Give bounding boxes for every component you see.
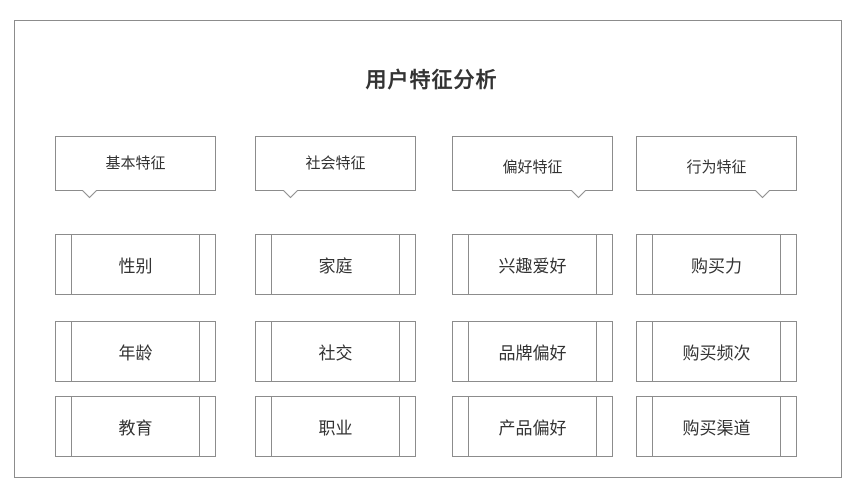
feature-box: 性别 xyxy=(55,234,216,295)
callout-shape xyxy=(452,136,613,199)
feature-label: 社交 xyxy=(318,344,353,364)
column-header-preference: 偏好特征 xyxy=(452,136,613,199)
column-header-label: 社会特征 xyxy=(305,154,366,172)
column-header-label: 偏好特征 xyxy=(502,158,563,176)
feature-label: 性别 xyxy=(118,257,153,277)
feature-box: 社交 xyxy=(255,321,416,382)
callout-shape xyxy=(255,136,416,199)
feature-box: 产品偏好 xyxy=(452,396,613,457)
feature-box: 职业 xyxy=(255,396,416,457)
feature-box: 兴趣爱好 xyxy=(452,234,613,295)
callout-shape xyxy=(636,136,797,199)
feature-box: 年龄 xyxy=(55,321,216,382)
feature-label: 购买渠道 xyxy=(682,419,751,439)
feature-label: 兴趣爱好 xyxy=(498,257,567,277)
feature-box: 品牌偏好 xyxy=(452,321,613,382)
column-header-social: 社会特征 xyxy=(255,136,416,199)
feature-label: 购买频次 xyxy=(682,344,751,364)
feature-label: 购买力 xyxy=(691,257,742,277)
feature-label: 教育 xyxy=(118,419,153,439)
callout-shape xyxy=(55,136,216,199)
column-header-basic: 基本特征 xyxy=(55,136,216,199)
column-header-label: 行为特征 xyxy=(686,158,747,176)
feature-box: 购买频次 xyxy=(636,321,797,382)
feature-box: 家庭 xyxy=(255,234,416,295)
feature-label: 品牌偏好 xyxy=(498,344,567,364)
feature-box: 教育 xyxy=(55,396,216,457)
diagram-title: 用户特征分析 xyxy=(365,68,498,92)
feature-label: 年龄 xyxy=(118,344,153,364)
feature-box: 购买渠道 xyxy=(636,396,797,457)
feature-label: 职业 xyxy=(318,419,353,439)
feature-box: 购买力 xyxy=(636,234,797,295)
feature-label: 家庭 xyxy=(318,257,353,277)
column-header-label: 基本特征 xyxy=(105,154,166,172)
feature-label: 产品偏好 xyxy=(498,419,567,439)
column-header-behavior: 行为特征 xyxy=(636,136,797,199)
diagram-frame xyxy=(14,20,842,478)
